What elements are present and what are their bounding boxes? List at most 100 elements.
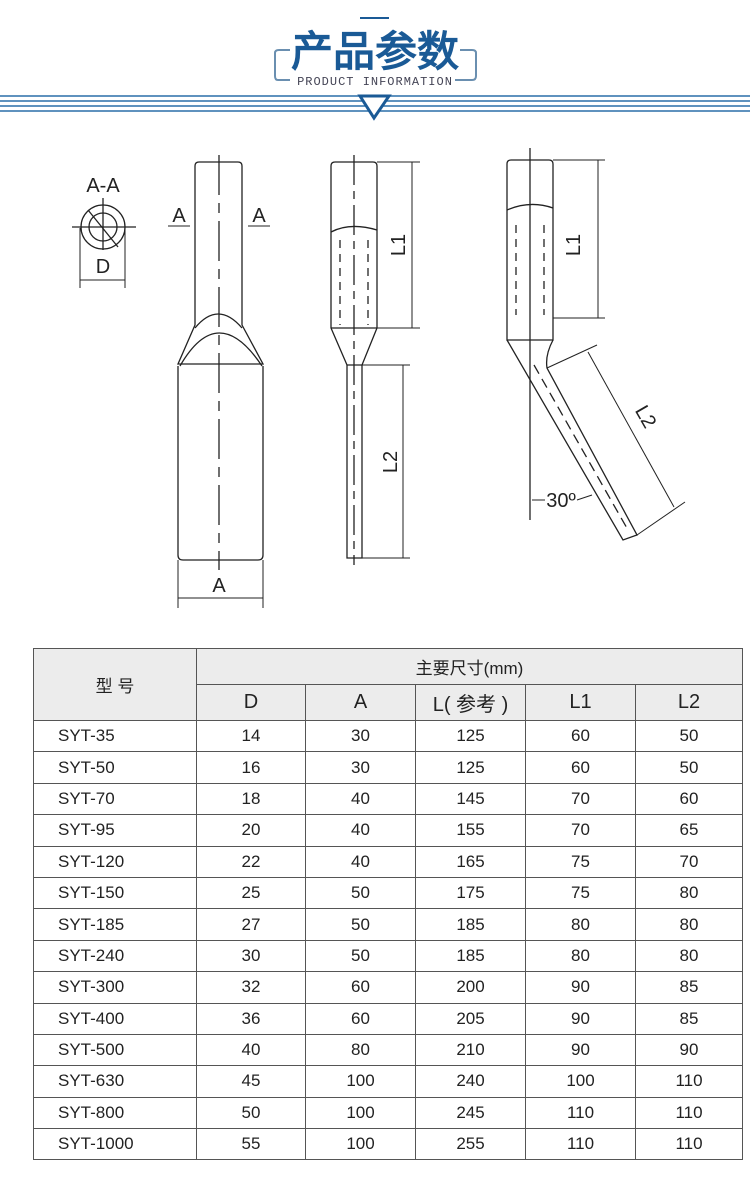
value-cell: 45 [196, 1065, 306, 1098]
value-cell: 40 [305, 814, 416, 847]
value-cell: 90 [635, 1033, 743, 1067]
value-cell: 205 [415, 1002, 526, 1035]
value-cell: 14 [196, 719, 306, 753]
banner-triangle-icon [357, 94, 392, 121]
value-cell: 60 [525, 751, 636, 784]
value-cell: 36 [196, 1002, 306, 1035]
model-cell: SYT-630 [33, 1065, 197, 1098]
bent-l1-label: L1 [563, 234, 585, 256]
model-cell: SYT-800 [33, 1096, 197, 1130]
model-cell: SYT-35 [33, 719, 197, 753]
side-l2-label: L2 [380, 451, 402, 473]
value-cell: 40 [305, 782, 416, 816]
value-cell: 50 [196, 1096, 306, 1130]
value-cell: 90 [525, 1002, 636, 1035]
value-cell: 70 [635, 845, 743, 878]
banner-title: 产品参数 [291, 27, 459, 76]
value-cell: 80 [635, 876, 743, 910]
value-cell: 90 [525, 971, 636, 1004]
model-header: 型 号 [33, 648, 197, 721]
column-header: L2 [635, 684, 743, 721]
value-cell: 60 [525, 719, 636, 753]
value-cell: 32 [196, 971, 306, 1004]
model-cell: SYT-120 [33, 845, 197, 878]
value-cell: 75 [525, 876, 636, 910]
value-cell: 100 [305, 1128, 416, 1161]
dim-a-label: A [212, 575, 226, 597]
side-view [330, 155, 420, 565]
value-cell: 255 [415, 1128, 526, 1161]
section-banner: 产品参数 PRODUCT INFORMATION [0, 17, 750, 121]
value-cell: 155 [415, 814, 526, 847]
value-cell: 55 [196, 1128, 306, 1161]
value-cell: 30 [305, 751, 416, 784]
value-cell: 60 [305, 1002, 416, 1035]
value-cell: 50 [635, 751, 743, 784]
value-cell: 110 [635, 1128, 743, 1161]
dim-d-label: D [96, 256, 110, 278]
model-cell: SYT-500 [33, 1033, 197, 1067]
value-cell: 40 [305, 845, 416, 878]
value-cell: 185 [415, 939, 526, 973]
value-cell: 200 [415, 971, 526, 1004]
value-cell: 110 [525, 1096, 636, 1130]
section-label: A-A [86, 175, 120, 197]
value-cell: 90 [525, 1033, 636, 1067]
value-cell: 70 [525, 814, 636, 847]
value-cell: 75 [525, 845, 636, 878]
column-header: L( 参考 ) [415, 684, 526, 721]
dimensions-header: 主要尺寸(mm) [196, 648, 743, 685]
value-cell: 175 [415, 876, 526, 910]
value-cell: 80 [635, 939, 743, 973]
value-cell: 60 [305, 971, 416, 1004]
value-cell: 165 [415, 845, 526, 878]
value-cell: 110 [635, 1065, 743, 1098]
side-l1-label: L1 [388, 234, 410, 256]
model-cell: SYT-70 [33, 782, 197, 816]
bent-l2-label: L2 [630, 402, 660, 432]
value-cell: 18 [196, 782, 306, 816]
model-cell: SYT-95 [33, 814, 197, 847]
value-cell: 240 [415, 1065, 526, 1098]
value-cell: 85 [635, 971, 743, 1004]
value-cell: 30 [196, 939, 306, 973]
value-cell: 145 [415, 782, 526, 816]
model-cell: SYT-400 [33, 1002, 197, 1035]
front-view [168, 155, 270, 608]
column-header: L1 [525, 684, 636, 721]
value-cell: 85 [635, 1002, 743, 1035]
banner-subtitle: PRODUCT INFORMATION [297, 75, 453, 89]
value-cell: 50 [305, 939, 416, 973]
value-cell: 80 [525, 908, 636, 941]
model-cell: SYT-240 [33, 939, 197, 973]
angle-label: 30º [546, 490, 576, 512]
column-header: D [196, 684, 306, 721]
value-cell: 125 [415, 751, 526, 784]
cut-label-left: A [172, 205, 186, 227]
value-cell: 210 [415, 1033, 526, 1067]
value-cell: 40 [196, 1033, 306, 1067]
value-cell: 80 [525, 939, 636, 973]
value-cell: 22 [196, 845, 306, 878]
model-cell: SYT-150 [33, 876, 197, 910]
technical-drawing: A-A D A A A L1 L2 L1 L2 30º [72, 148, 686, 608]
value-cell: 25 [196, 876, 306, 910]
value-cell: 16 [196, 751, 306, 784]
value-cell: 27 [196, 908, 306, 941]
model-cell: SYT-50 [33, 751, 197, 784]
value-cell: 30 [305, 719, 416, 753]
column-header: A [305, 684, 416, 721]
